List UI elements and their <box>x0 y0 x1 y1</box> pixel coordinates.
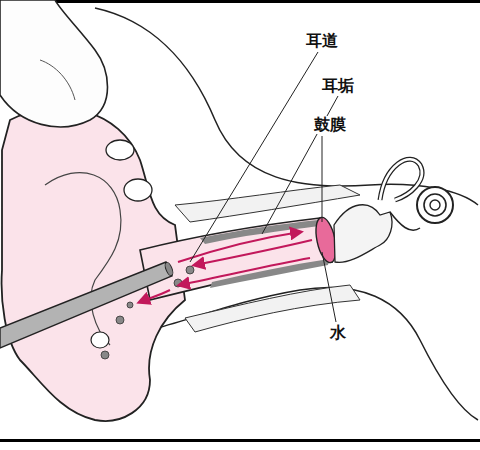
skin-outline <box>150 287 478 420</box>
leader-line <box>322 136 323 222</box>
frame-line <box>0 0 480 3</box>
earwax <box>127 302 133 308</box>
earwax <box>210 259 329 288</box>
water-arrow <box>140 290 170 302</box>
cartilage <box>124 179 152 201</box>
part-label: 耳道 <box>304 32 340 50</box>
cochlea <box>424 194 446 216</box>
ossicles <box>334 205 392 263</box>
earwax <box>101 351 109 359</box>
cartilage <box>106 140 134 160</box>
syringe-tip <box>164 261 175 276</box>
cochlea <box>417 187 453 223</box>
leader-line <box>190 52 318 262</box>
syringe-nozzle <box>0 262 172 348</box>
earwax <box>116 316 124 324</box>
cartilage <box>91 332 109 348</box>
inner-ear <box>390 212 420 230</box>
finger <box>0 0 108 127</box>
semicircular-canal <box>380 159 422 200</box>
earwax <box>186 266 194 274</box>
skin-outline <box>95 8 478 205</box>
water-arrow <box>180 258 310 285</box>
bone <box>175 185 360 222</box>
cochlea <box>430 200 440 210</box>
ear-canal <box>140 218 332 300</box>
leader-lines <box>190 52 338 322</box>
finger-nail <box>40 60 75 100</box>
part-label: 水 <box>328 324 348 342</box>
part-label: 耳垢 <box>320 77 356 95</box>
part-label: 鼓膜 <box>312 116 348 134</box>
semicircular-canal <box>380 159 422 200</box>
frame-line <box>0 439 480 442</box>
water-flow <box>140 232 312 302</box>
leader-line <box>322 252 336 322</box>
